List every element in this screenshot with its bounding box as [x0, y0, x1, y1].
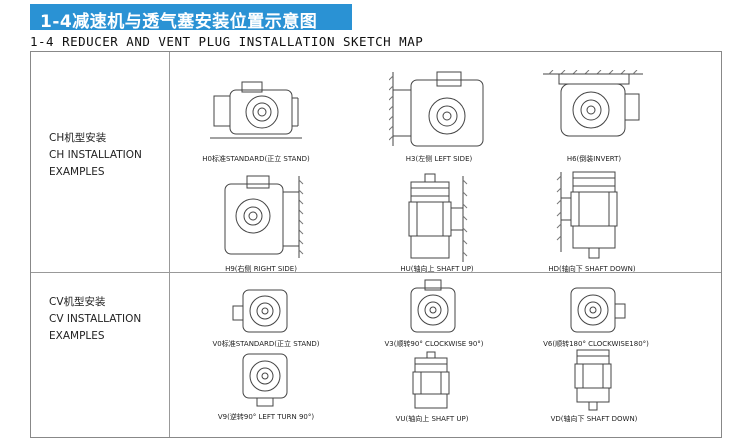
h3-drawing [389, 66, 489, 152]
vu-caption: VU(轴向上 SHAFT UP) [395, 415, 469, 423]
h0-drawing [206, 78, 306, 150]
v6-drawing [561, 284, 631, 336]
vd-caption: VD(轴向下 SHAFT DOWN) [550, 415, 638, 423]
h6-caption: H6(倒装INVERT) [566, 155, 622, 163]
vu-drawing [399, 350, 465, 412]
hu-drawing [395, 172, 481, 264]
vd-drawing [561, 346, 627, 412]
hu-caption: HU(轴向上 SHAFT UP) [400, 265, 474, 273]
ch-section-label: CH机型安装 CH INSTALLATION EXAMPLES [49, 130, 142, 181]
hd-drawing [549, 168, 635, 264]
title-banner: 1-4减速机与透气塞安装位置示意图 [30, 4, 352, 32]
h6-drawing [541, 70, 647, 150]
page-title-cn: 1-4减速机与透气塞安装位置示意图 [40, 12, 318, 32]
column-divider [169, 52, 170, 437]
ch-label-en-2: EXAMPLES [49, 166, 105, 178]
v3-caption: V3(顺转90° CLOCKWISE 90°) [384, 340, 484, 348]
installation-table: CH机型安装 CH INSTALLATION EXAMPLES CV机型安装 C… [30, 51, 722, 438]
h9-caption: H9(右侧 RIGHT SIDE) [225, 265, 297, 273]
v0-caption: V0标准STANDARD(正立 STAND) [212, 340, 320, 348]
row-divider [31, 272, 721, 273]
page-title-en: 1-4 REDUCER AND VENT PLUG INSTALLATION S… [30, 34, 424, 49]
cv-label-cn: CV机型安装 [49, 296, 106, 308]
h9-drawing [219, 172, 305, 262]
hd-caption: HD(轴向下 SHAFT DOWN) [548, 265, 636, 273]
ch-label-cn: CH机型安装 [49, 132, 107, 144]
v6-caption: V6(顺转180° CLOCKWISE180°) [543, 340, 649, 348]
ch-label-en-1: CH INSTALLATION [49, 149, 142, 161]
v0-drawing [231, 286, 301, 336]
cv-label-en-2: EXAMPLES [49, 330, 105, 342]
v3-drawing [399, 278, 469, 336]
v9-drawing [231, 350, 301, 408]
cv-label-en-1: CV INSTALLATION [49, 313, 142, 325]
h0-caption: H0标准STANDARD(正立 STAND) [202, 155, 310, 163]
h3-caption: H3(左侧 LEFT SIDE) [405, 155, 473, 163]
v9-caption: V9(逆转90° LEFT TURN 90°) [217, 413, 315, 421]
cv-section-label: CV机型安装 CV INSTALLATION EXAMPLES [49, 294, 141, 345]
